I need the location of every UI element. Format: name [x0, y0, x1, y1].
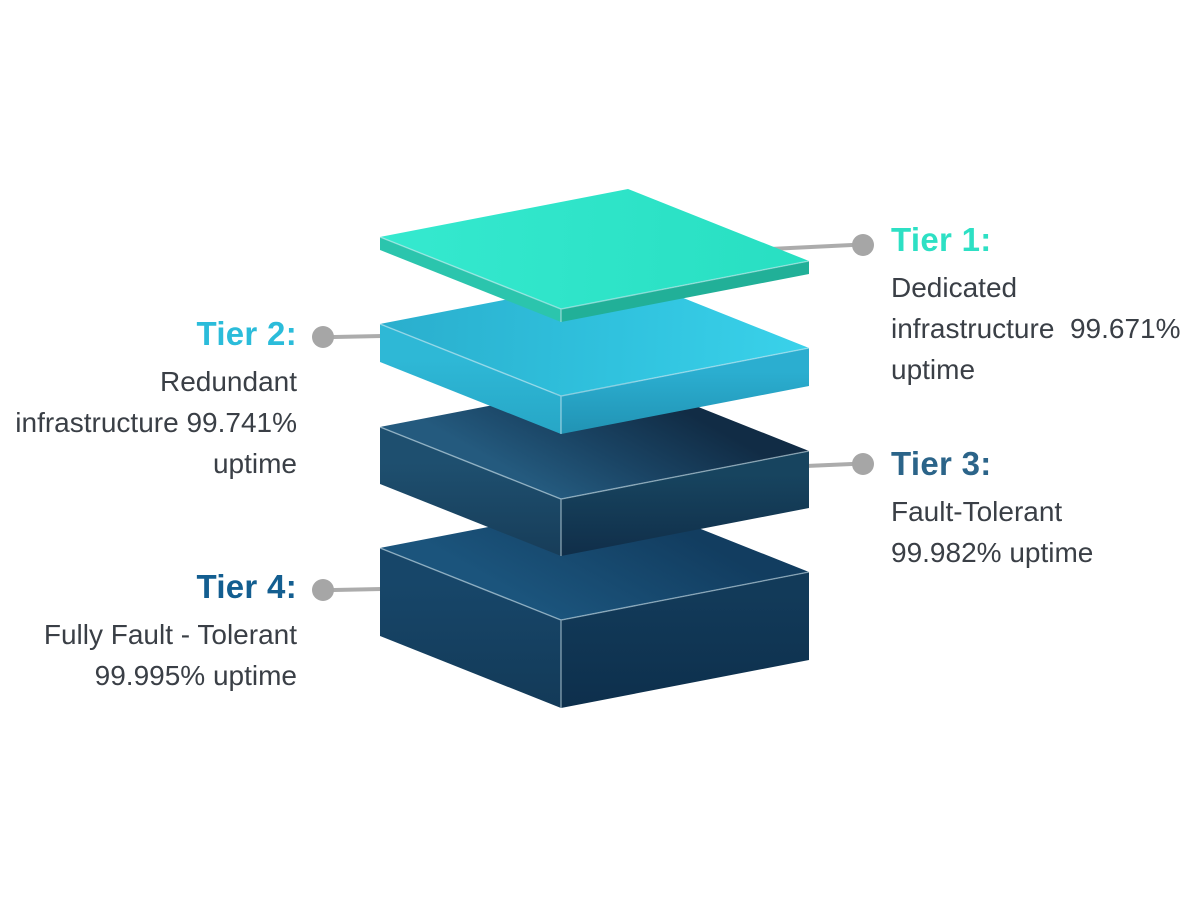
tier-4-connector-dot-icon [312, 579, 334, 601]
tier-3-connector-dot-icon [852, 453, 874, 475]
tier-4-description: Fully Fault - Tolerant 99.995% uptime [43, 619, 297, 691]
tier-3-layer-right-face [561, 451, 809, 556]
tier-3-heading: Tier 3: [891, 445, 992, 482]
tier-2-connector-dot-icon [312, 326, 334, 348]
tier-1-layer-top-face [380, 189, 809, 309]
tier-3-connector [804, 453, 874, 475]
tier-1-description: Dedicated infrastructure 99.671% uptime [891, 272, 1181, 385]
tier-3-layer-left-face [380, 427, 561, 556]
tier-3-label-block: Tier 3: Fault-Tolerant 99.982% uptime [891, 443, 1191, 573]
tier-2-layer [379, 276, 810, 434]
tier-2-label-block: Tier 2: Redundant infrastructure 99.741%… [0, 313, 297, 484]
tier-4-layer-edge-highlight [379, 547, 810, 708]
tier-4-label-block: Tier 4: Fully Fault - Tolerant 99.995% u… [0, 566, 297, 696]
tier-2-description: Redundant infrastructure 99.741% uptime [15, 366, 297, 479]
tier-1-heading: Tier 1: [891, 221, 992, 258]
tier-3-connector-line [804, 462, 854, 468]
tier-1-layer-left-face [380, 237, 561, 322]
tier-2-layer-right-face [561, 348, 809, 434]
tier-1-layer [379, 189, 810, 322]
tier-2-layer-edge-highlight [379, 323, 810, 434]
tier-1-layer-edge-highlight [379, 236, 810, 322]
tier-3-layer-edge-highlight [379, 426, 810, 556]
tier-1-label-block: Tier 1: Dedicated infrastructure 99.671%… [891, 219, 1191, 390]
tier-4-layer-right-face [561, 572, 809, 708]
tier-1-connector-line [768, 243, 854, 251]
tier-4-connector [312, 579, 386, 601]
tier-3-description: Fault-Tolerant 99.982% uptime [891, 496, 1094, 568]
tier-4-layer-left-face [380, 548, 561, 708]
tier-1-layer-right-face [561, 261, 809, 322]
tier-4-layer [379, 500, 810, 708]
tier-2-connector-line [332, 334, 386, 339]
tier-1-connector-dot-icon [852, 234, 874, 256]
tier-4-connector-line [332, 587, 386, 592]
tier-2-heading: Tier 2: [196, 315, 297, 352]
tier-2-connector [312, 326, 386, 348]
tier-4-heading: Tier 4: [196, 568, 297, 605]
tier-2-layer-left-face [380, 324, 561, 434]
tier-3-layer [379, 379, 810, 556]
tier-1-connector [768, 234, 874, 256]
